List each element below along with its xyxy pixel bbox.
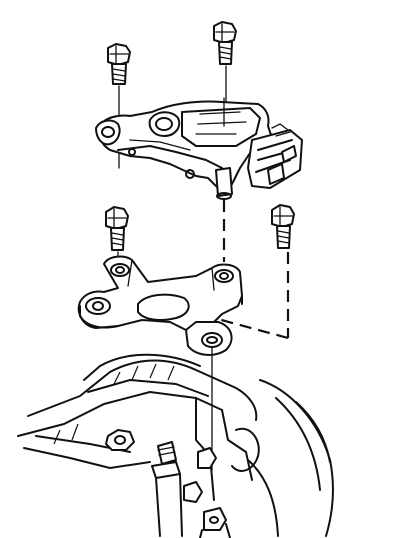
base-structure bbox=[17, 353, 334, 537]
bolt-mid-right bbox=[271, 204, 295, 249]
stud-bottom-left bbox=[151, 441, 183, 537]
assembly-guide-lines bbox=[213, 200, 290, 340]
stud-bottom-right bbox=[199, 507, 231, 538]
actuator-unit bbox=[95, 97, 303, 200]
bolt-top-center bbox=[213, 21, 237, 111]
mounting-bracket bbox=[77, 255, 243, 471]
bolt-top-left bbox=[107, 43, 131, 169]
bolt-mid-left bbox=[105, 206, 129, 269]
